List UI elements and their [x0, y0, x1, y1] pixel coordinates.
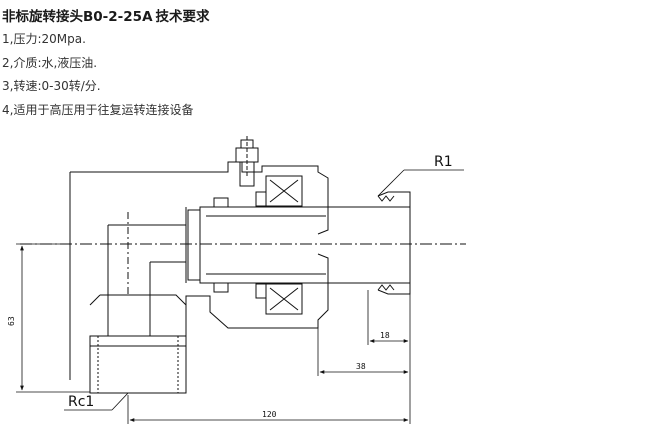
- shaft-collar: [187, 209, 201, 281]
- output-thread-top: [377, 191, 411, 207]
- requirements-heading: 技术要求: [155, 9, 210, 25]
- radius-label: R1: [434, 154, 453, 170]
- spec-item-pressure: 1,压力:20Mpa.: [2, 32, 86, 46]
- upper-retaining-clip: [213, 197, 229, 208]
- spec-item-medium: 2,介质:水,液压油.: [2, 55, 98, 70]
- thread-teeth-top: [377, 195, 395, 202]
- thread-label: Rc1: [68, 394, 94, 410]
- dim-shaft-value: 38: [356, 362, 366, 371]
- thread-leader: [111, 392, 129, 411]
- grease-nipple-stem: [239, 161, 255, 187]
- thread-teeth-bottom: [377, 284, 395, 291]
- elbow-inner-channel: [107, 224, 186, 295]
- elbow-body-outline: [70, 161, 329, 235]
- spec-item-speed: 3,转速:0-30转/分.: [2, 79, 101, 93]
- radius-leader: [377, 169, 405, 197]
- lower-retaining-clip: [213, 282, 229, 293]
- upper-bearing-housing: [265, 175, 303, 207]
- upper-bearing-cross: [269, 179, 299, 203]
- lower-seal-ring: [255, 283, 267, 299]
- upper-seal-ring: [255, 191, 267, 207]
- elbow-body-lower: [185, 253, 329, 380]
- dim-height-value: 63: [7, 316, 16, 326]
- lower-bearing-housing: [265, 283, 303, 315]
- rotating-shaft: [199, 206, 411, 284]
- lower-bearing-cross: [269, 287, 299, 311]
- dim-port-value: 18: [380, 331, 390, 340]
- dim-overall-value: 120: [262, 410, 277, 419]
- product-title: 非标旋转接头B0-2-25A: [2, 9, 153, 25]
- thread-port-body: [89, 335, 187, 394]
- spec-item-application: 4,适用于高压用于往复运转连接设备: [2, 102, 194, 117]
- output-thread-bottom: [377, 283, 411, 295]
- thread-port-neck: [89, 294, 187, 306]
